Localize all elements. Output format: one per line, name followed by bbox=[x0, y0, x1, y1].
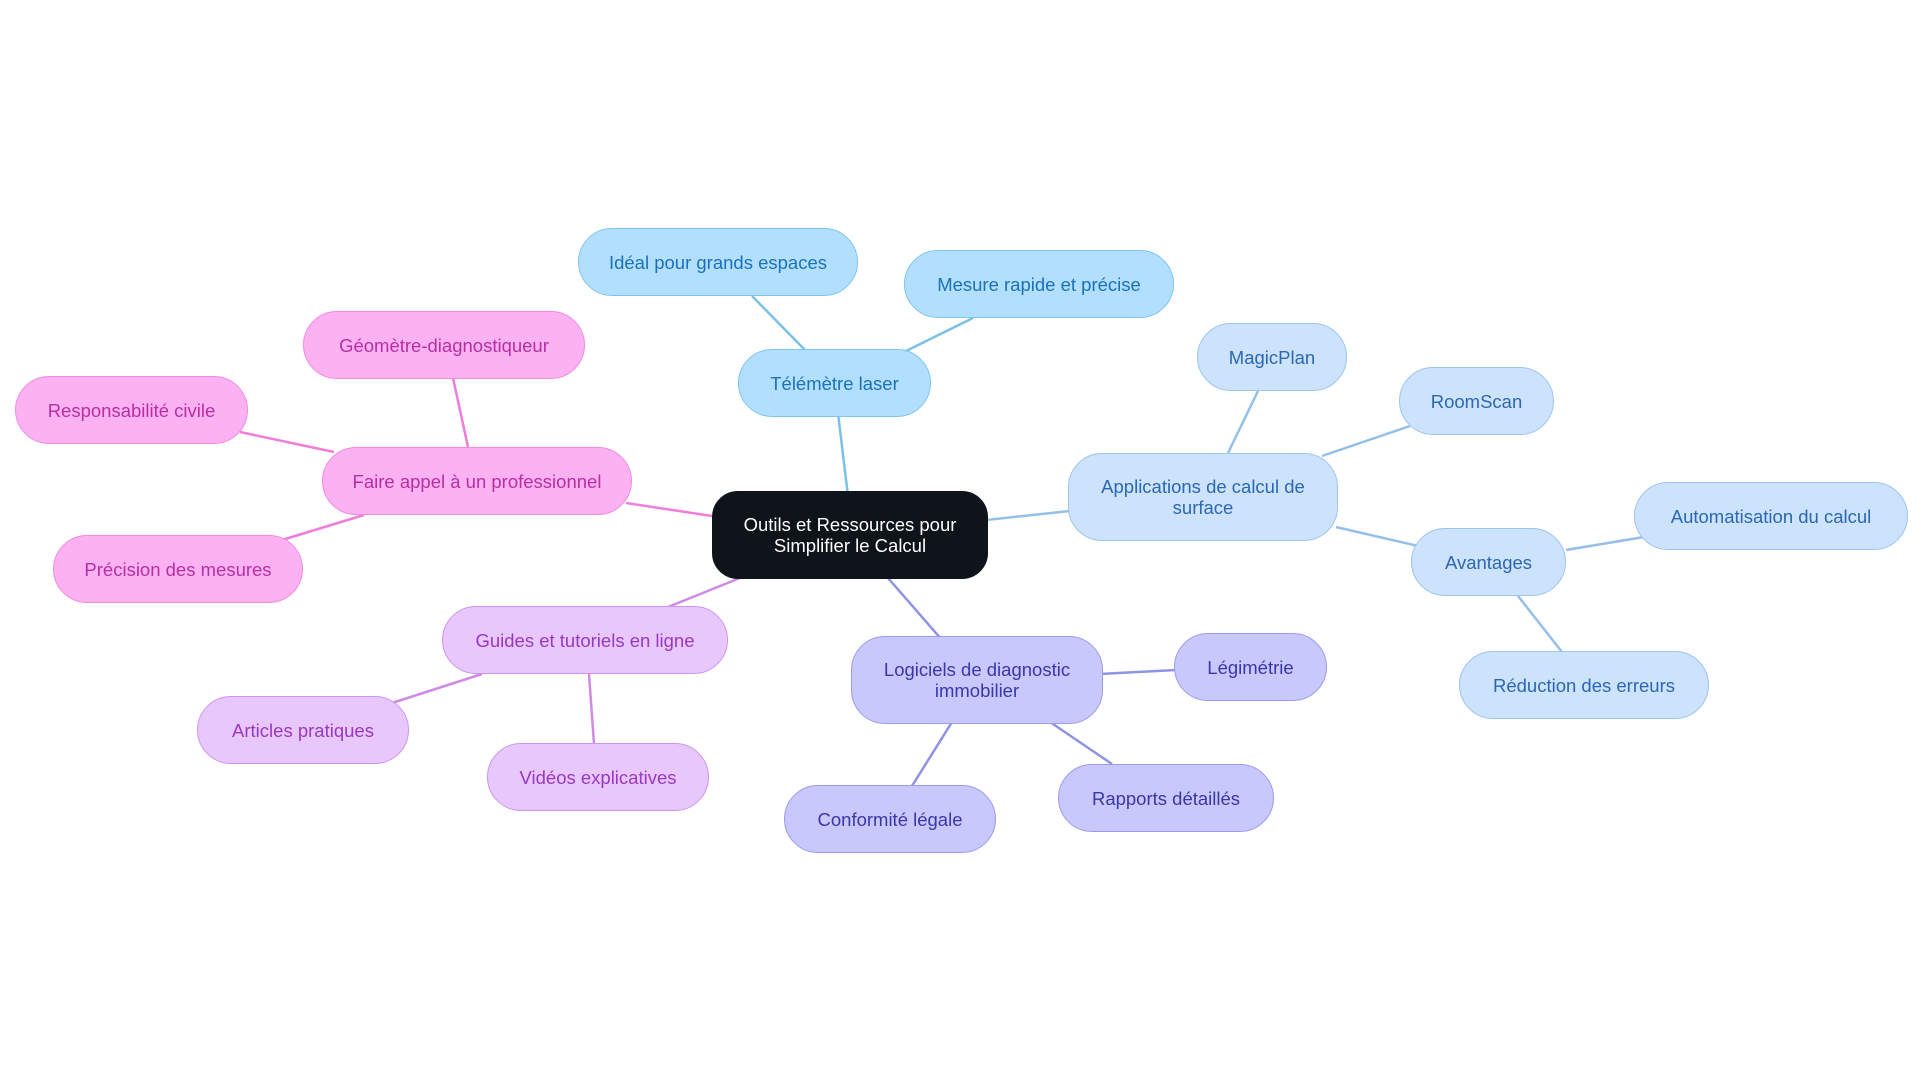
edge-guides-articles bbox=[391, 672, 483, 705]
node-label: RoomScan bbox=[1430, 390, 1523, 412]
node-label: Conformité légale bbox=[817, 808, 963, 830]
node-label: Logiciels de diagnostic immobilier bbox=[883, 659, 1071, 701]
node-label: MagicPlan bbox=[1228, 346, 1316, 368]
root-label: Outils et Ressources pour Simplifier le … bbox=[743, 514, 957, 556]
edge-logiciels-conformite bbox=[910, 721, 954, 787]
node-articles-pratiques[interactable]: Articles pratiques bbox=[197, 696, 409, 764]
node-responsabilite-civile[interactable]: Responsabilité civile bbox=[15, 376, 248, 444]
node-label: Responsabilité civile bbox=[47, 399, 216, 421]
node-label: Articles pratiques bbox=[232, 719, 374, 741]
node-rapports-detailles[interactable]: Rapports détaillés bbox=[1058, 764, 1274, 832]
edge-root-guides bbox=[667, 576, 741, 609]
root-node[interactable]: Outils et Ressources pour Simplifier le … bbox=[712, 491, 988, 579]
edge-logiciels-legimetrie bbox=[1099, 668, 1177, 676]
node-guides-tutoriels[interactable]: Guides et tutoriels en ligne bbox=[442, 606, 728, 674]
edge-applications-roomscan bbox=[1321, 424, 1411, 458]
edge-professionnel-responsabilite bbox=[239, 430, 335, 454]
edge-avantages-automatisation bbox=[1565, 535, 1645, 552]
node-label: Avantages bbox=[1444, 551, 1533, 573]
node-logiciels-diagnostic[interactable]: Logiciels de diagnostic immobilier bbox=[851, 636, 1103, 724]
node-label: Applications de calcul de surface bbox=[1101, 476, 1305, 518]
node-label: Vidéos explicatives bbox=[519, 766, 677, 788]
node-label: Télémètre laser bbox=[770, 372, 899, 394]
node-avantages[interactable]: Avantages bbox=[1411, 528, 1566, 596]
node-applications-calcul[interactable]: Applications de calcul de surface bbox=[1068, 453, 1338, 541]
edge-logiciels-rapports bbox=[1049, 720, 1113, 766]
node-label: Faire appel à un professionnel bbox=[352, 470, 602, 492]
edge-root-telemetre bbox=[836, 412, 850, 497]
node-label: Guides et tutoriels en ligne bbox=[475, 629, 695, 651]
edge-guides-videos bbox=[587, 673, 596, 745]
edge-root-professionnel bbox=[625, 501, 713, 518]
node-label: Idéal pour grands espaces bbox=[608, 251, 828, 273]
node-geometre-diagnostiqueur[interactable]: Géomètre-diagnostiqueur bbox=[303, 311, 585, 379]
node-label: Réduction des erreurs bbox=[1492, 674, 1675, 696]
node-label: Rapports détaillés bbox=[1091, 787, 1241, 809]
node-mesure-rapide[interactable]: Mesure rapide et précise bbox=[904, 250, 1174, 318]
edge-applications-avantages bbox=[1335, 525, 1419, 548]
node-label: Géomètre-diagnostiqueur bbox=[339, 334, 549, 356]
edge-telemetre-ideal bbox=[751, 295, 807, 352]
edge-root-logiciels bbox=[887, 577, 943, 641]
node-automatisation-calcul[interactable]: Automatisation du calcul bbox=[1634, 482, 1908, 550]
node-label: Automatisation du calcul bbox=[1670, 505, 1872, 527]
node-videos-explicatives[interactable]: Vidéos explicatives bbox=[487, 743, 709, 811]
node-conformite-legale[interactable]: Conformité légale bbox=[784, 785, 996, 853]
edge-avantages-reduction bbox=[1517, 595, 1563, 653]
node-legimetrie[interactable]: Légimétrie bbox=[1174, 633, 1327, 701]
node-reduction-erreurs[interactable]: Réduction des erreurs bbox=[1459, 651, 1709, 719]
edge-professionnel-precision bbox=[281, 513, 365, 542]
node-label: Précision des mesures bbox=[84, 558, 272, 580]
node-faire-appel-professionnel[interactable]: Faire appel à un professionnel bbox=[322, 447, 632, 515]
edge-telemetre-mesure bbox=[905, 316, 974, 353]
node-roomscan[interactable]: RoomScan bbox=[1399, 367, 1554, 435]
edge-applications-magicplan bbox=[1226, 390, 1260, 454]
edge-professionnel-geometre bbox=[451, 377, 470, 448]
edge-root-applications bbox=[985, 509, 1071, 522]
node-telemetre-laser[interactable]: Télémètre laser bbox=[738, 349, 931, 417]
node-label: Mesure rapide et précise bbox=[937, 273, 1141, 295]
node-magicplan[interactable]: MagicPlan bbox=[1197, 323, 1347, 391]
node-precision-mesures[interactable]: Précision des mesures bbox=[53, 535, 303, 603]
node-label: Légimétrie bbox=[1207, 656, 1294, 678]
node-ideal-grands-espaces[interactable]: Idéal pour grands espaces bbox=[578, 228, 858, 296]
